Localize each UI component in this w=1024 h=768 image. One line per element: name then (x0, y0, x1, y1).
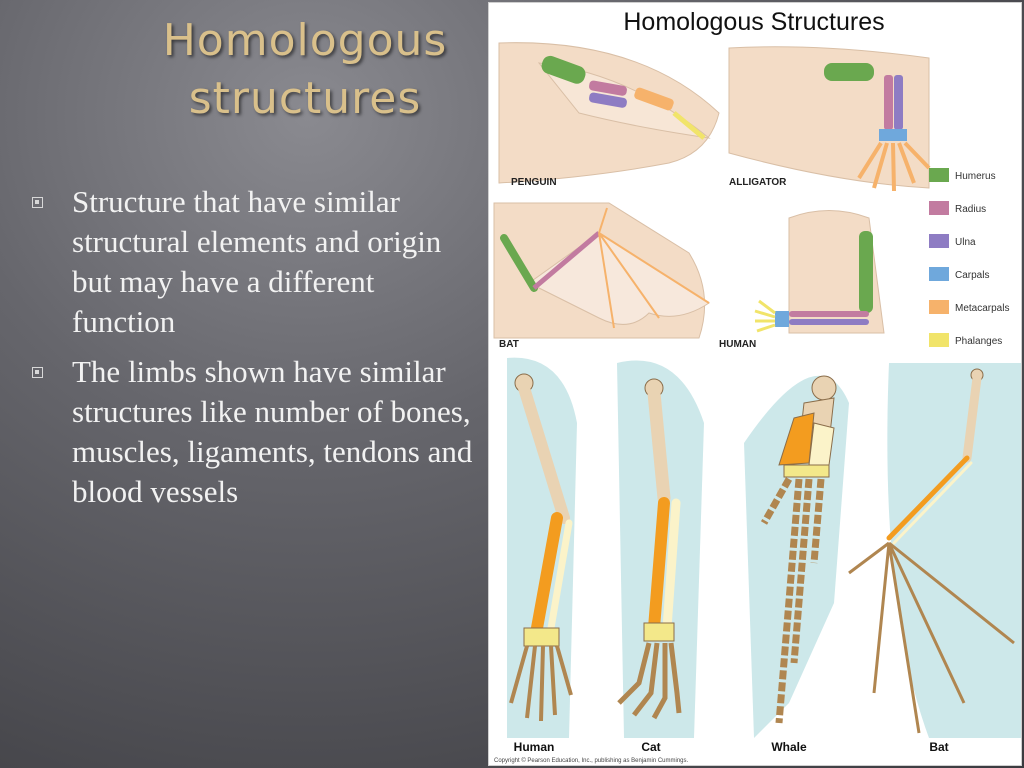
bottom-label-cat: Cat (641, 740, 660, 754)
legend-swatch-ulna (929, 234, 949, 248)
bullet-text: Structure that have similar structural e… (72, 184, 442, 339)
bat-panel: BAT (493, 202, 710, 350)
slide-title-line2: structures (188, 73, 422, 124)
animal-label-penguin: PENGUIN (511, 177, 557, 188)
whale-forelimb: Whale (744, 375, 849, 754)
slide-title: Homologous structures (130, 12, 480, 128)
human-carpals (775, 311, 789, 327)
bat-upper-bone (962, 373, 982, 463)
alligator-radius (884, 75, 893, 130)
alligator-carpals (879, 129, 907, 141)
penguin-panel: PENGUIN (498, 42, 720, 188)
square-bullet-icon (32, 367, 43, 378)
human-upper-bone (518, 382, 570, 524)
bat-radius (532, 231, 601, 290)
bat-lower-bone-cream (892, 461, 973, 545)
human-wrist (523, 627, 560, 647)
human-lower-bone-orange (531, 512, 563, 634)
bat-forelimb: Bat (848, 363, 1021, 754)
cat-wrist (643, 622, 675, 642)
whale-wrist (783, 464, 830, 478)
legend-swatch-phalanges (929, 333, 949, 347)
cat-forelimb: Cat (617, 360, 704, 754)
whale-ulna-cream (808, 422, 835, 466)
legend-label-radius: Radius (955, 204, 986, 215)
bat-digits (598, 207, 710, 329)
penguin-ulna (589, 92, 627, 108)
cat-upper-bone (647, 386, 671, 505)
copyright-notice: Copyright © Pearson Education, Inc., pub… (494, 757, 689, 764)
bat-water-backdrop (887, 363, 1021, 738)
bat-lower-bone-orange (886, 455, 970, 541)
cat-paw (617, 642, 682, 720)
alligator-ulna (894, 75, 903, 130)
bottom-label-whale: Whale (771, 740, 807, 754)
slide-title-line1: Homologous (162, 15, 448, 66)
alligator-digits (857, 141, 931, 192)
alligator-body (728, 46, 930, 189)
penguin-humerus (541, 55, 586, 84)
animal-label-alligator: ALLIGATOR (729, 177, 787, 188)
alligator-panel: ALLIGATOR (728, 46, 931, 192)
legend-label-ulna: Ulna (955, 237, 976, 248)
legend-label-carpals: Carpals (955, 270, 989, 281)
penguin-metacarpals (634, 87, 674, 111)
legend-swatch-humerus (929, 168, 949, 182)
cat-lower-bone-cream (662, 498, 681, 633)
bat-wing-digits (848, 541, 1015, 734)
human-lower-bone-cream (547, 519, 573, 632)
square-bullet-icon (32, 197, 43, 208)
bullet-list: Structure that have similar structural e… (30, 182, 475, 522)
bone-legend: Humerus Radius Ulna Carpals Metacarpals … (929, 168, 1009, 347)
human-humerus (859, 231, 873, 313)
bat-humerus (500, 234, 538, 292)
legend-label-phalanges: Phalanges (955, 336, 1002, 347)
legend-label-metacarpals: Metacarpals (955, 303, 1009, 314)
homologous-structures-figure: Homologous Structures PENGUIN ALLIGATOR … (488, 2, 1022, 766)
bottom-label-human: Human (514, 740, 555, 754)
alligator-humerus (824, 63, 874, 81)
legend-swatch-carpals (929, 267, 949, 281)
human-ulna (789, 319, 869, 325)
animal-label-bat: BAT (499, 339, 519, 350)
legend-label-humerus: Humerus (955, 171, 996, 182)
human-forelimb: Human (507, 357, 577, 754)
penguin-radius (589, 80, 627, 96)
legend-swatch-radius (929, 201, 949, 215)
bullet-item: Structure that have similar structural e… (30, 182, 475, 342)
human-fingers (754, 299, 776, 333)
penguin-phalanges (672, 111, 706, 140)
legend-swatch-metacarpals (929, 300, 949, 314)
whale-digits (760, 477, 825, 724)
bottom-label-bat: Bat (929, 740, 948, 754)
animal-label-human: HUMAN (719, 339, 756, 350)
figure-title: Homologous Structures (623, 8, 884, 36)
human-fingers-bottom (509, 645, 573, 722)
human-panel: HUMAN (719, 210, 885, 350)
bullet-text: The limbs shown have similar structures … (72, 354, 473, 509)
bullet-item: The limbs shown have similar structures … (30, 352, 475, 512)
cat-lower-bone-orange (648, 497, 670, 634)
whale-bone-head (811, 375, 837, 401)
human-radius (789, 311, 869, 317)
